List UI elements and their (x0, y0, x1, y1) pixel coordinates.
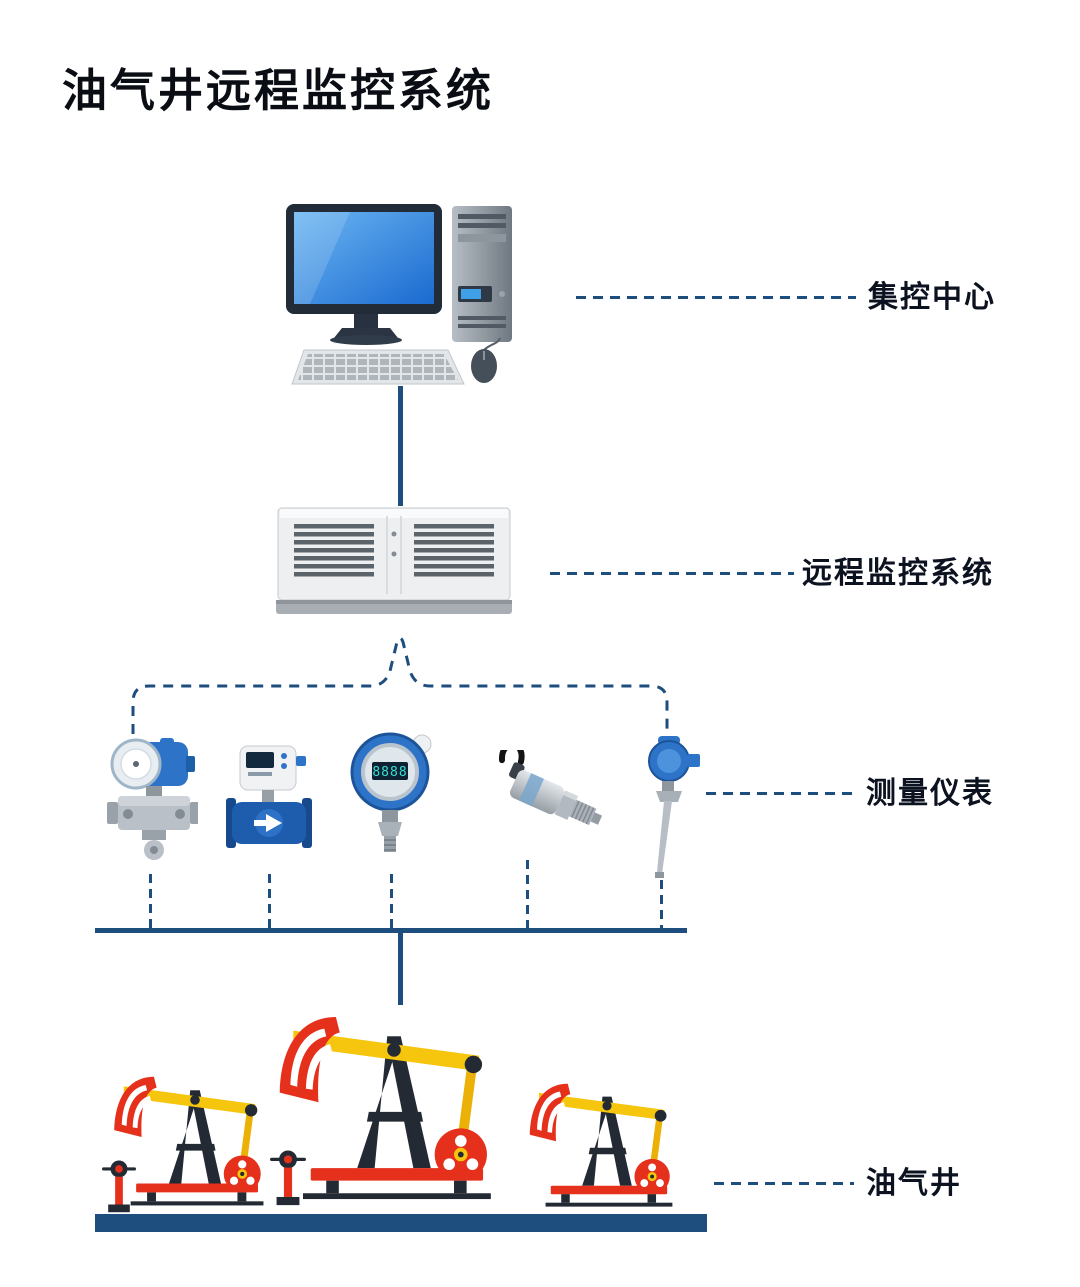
keyboard-icon (291, 349, 465, 385)
oil-well-callout-line (714, 1182, 854, 1185)
rtu-control-cabinet-illustration (276, 507, 512, 614)
left-vent-grille-icon (294, 524, 374, 577)
instrument-drop-line (660, 880, 663, 928)
instrument-drop-line (526, 860, 529, 928)
instruments-brace (131, 636, 669, 734)
computer-to-rtu-connector (398, 386, 403, 506)
mouse-icon (471, 337, 501, 383)
oil-well-label: 油气井 (866, 1167, 962, 1200)
instruments-callout-line (706, 792, 854, 795)
pumpjack-right-illustration (529, 1083, 673, 1207)
page-title: 油气井远程监控系统 (62, 65, 495, 116)
computer-tower-icon (452, 206, 512, 342)
control-center-callout-line (576, 296, 856, 299)
ground-line (95, 1214, 707, 1232)
instrument-drop-line (268, 874, 271, 928)
monitor-icon (286, 204, 442, 345)
instrument-drop-line (149, 874, 152, 928)
compact-pressure-sensor-illustration (498, 750, 603, 826)
desktop-workstation-illustration (286, 204, 512, 385)
wellhead-valve-illustration (270, 1150, 306, 1206)
control-center-label: 集控中心 (868, 281, 996, 314)
bus-to-well-connector (398, 931, 403, 1005)
differential-pressure-transmitter-illustration (107, 738, 198, 860)
right-vent-grille-icon (414, 524, 494, 577)
remote-system-label: 远程监控系统 (802, 557, 994, 590)
instruments-label: 测量仪表 (866, 777, 994, 810)
remote-system-callout-line (550, 572, 794, 575)
transmitter-display-value: 8888 (372, 765, 407, 780)
instrument-drop-line (390, 874, 393, 928)
pressure-transmitter-with-display-illustration: 8888 (350, 732, 432, 852)
wellhead-valve-illustration (102, 1160, 136, 1213)
electromagnetic-flow-meter-illustration (226, 745, 312, 848)
instrument-bus-line (95, 928, 687, 933)
temperature-sensor-probe-illustration (648, 736, 700, 878)
